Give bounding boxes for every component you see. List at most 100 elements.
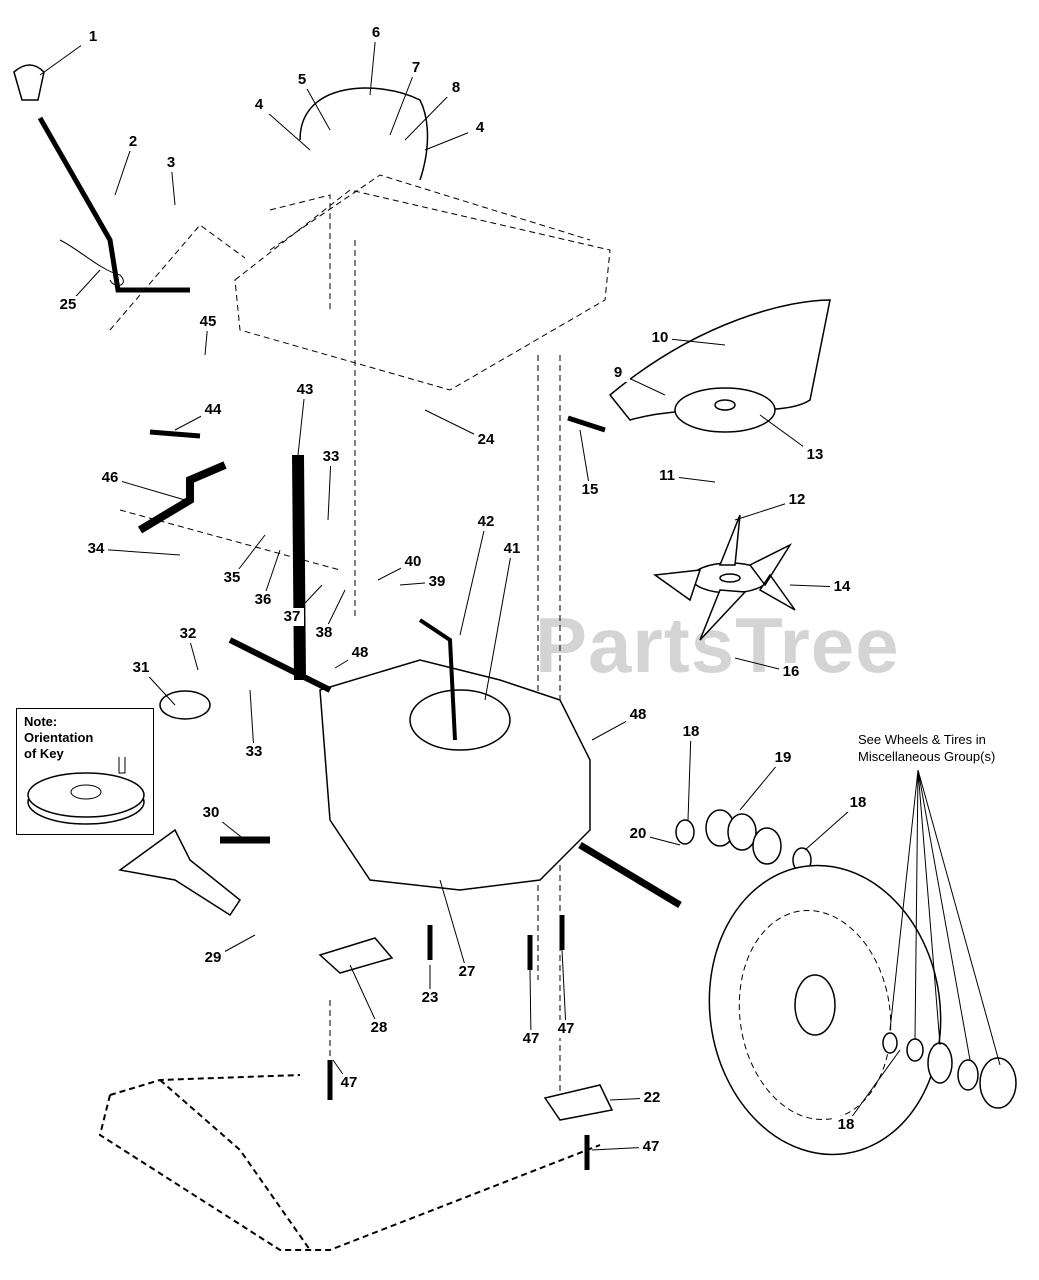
part-callout-48[interactable]: 48 (352, 644, 369, 661)
part-callout-42[interactable]: 42 (478, 513, 495, 530)
part-callout-37[interactable]: 37 (284, 608, 301, 625)
part-callout-30[interactable]: 30 (203, 804, 220, 821)
part-callout-43[interactable]: 43 (297, 381, 314, 398)
part-callout-46[interactable]: 46 (102, 469, 119, 486)
part-callout-10[interactable]: 10 (652, 329, 669, 346)
part-callout-4[interactable]: 4 (476, 119, 485, 136)
callout-background (199, 804, 223, 822)
leader-line (349, 964, 380, 1029)
part-callout-29[interactable]: 29 (205, 949, 222, 966)
leader-line (529, 969, 532, 1040)
part-callout-18[interactable]: 18 (850, 794, 867, 811)
part-callout-4[interactable]: 4 (255, 96, 264, 113)
part-callout-18[interactable]: 18 (838, 1116, 855, 1133)
part-callout-44[interactable]: 44 (205, 401, 222, 418)
part-callout-7[interactable]: 7 (412, 59, 420, 76)
part-callout-18[interactable]: 18 (683, 723, 700, 740)
callout-background (293, 381, 317, 399)
part-callout-47[interactable]: 47 (558, 1020, 575, 1037)
part-callout-34[interactable]: 34 (88, 540, 105, 557)
part-callout-45[interactable]: 45 (200, 313, 217, 330)
part-callout-3[interactable]: 3 (167, 154, 175, 171)
callout-background (474, 431, 498, 449)
part-callout-36[interactable]: 36 (255, 591, 272, 608)
part-callout-38[interactable]: 38 (316, 624, 333, 641)
part-callout-47[interactable]: 47 (341, 1074, 358, 1091)
part-callout-1[interactable]: 1 (89, 28, 97, 45)
callout-background (98, 469, 122, 487)
part-callout-35[interactable]: 35 (224, 569, 241, 586)
leader-line (484, 548, 513, 701)
callout-background (81, 28, 105, 46)
arm (292, 454, 306, 681)
part-callout-9[interactable]: 9 (614, 364, 622, 381)
part-callout-22[interactable]: 22 (644, 1089, 661, 1106)
seat-bracket (299, 87, 429, 181)
hub-cap (979, 1057, 1017, 1109)
callout-background (606, 364, 630, 382)
callout-background (846, 794, 870, 812)
part-callout-41[interactable]: 41 (504, 540, 521, 557)
note-line-2: of Key (24, 746, 64, 761)
part-callout-5[interactable]: 5 (298, 71, 306, 88)
part-callout-13[interactable]: 13 (807, 446, 824, 463)
part-callout-6[interactable]: 6 (372, 24, 380, 41)
leader-line (389, 67, 417, 136)
wheels-tires-reference: See Wheels & Tires in Miscellaneous Grou… (858, 731, 995, 765)
part-callout-15[interactable]: 15 (582, 481, 599, 498)
wheels-note-line-1: See Wheels & Tires in (858, 732, 986, 747)
leader-line (845, 1049, 901, 1126)
leader-line (95, 548, 181, 556)
part-callout-31[interactable]: 31 (133, 659, 150, 676)
part-callout-47[interactable]: 47 (643, 1138, 660, 1155)
callout-background (418, 989, 442, 1007)
callout-background (655, 467, 679, 485)
callout-background (247, 96, 271, 114)
part-callout-23[interactable]: 23 (422, 989, 439, 1006)
part-callout-25[interactable]: 25 (60, 296, 77, 313)
note-line-1: Orientation (24, 730, 94, 745)
part-callout-16[interactable]: 16 (783, 663, 800, 680)
part-callout-28[interactable]: 28 (371, 1019, 388, 1036)
callout-background (771, 749, 795, 767)
part-callout-32[interactable]: 32 (180, 625, 197, 642)
part-callout-24[interactable]: 24 (478, 431, 495, 448)
leader-line (439, 879, 468, 973)
leader-line (459, 521, 487, 636)
part-callout-39[interactable]: 39 (429, 573, 446, 590)
part-callout-12[interactable]: 12 (789, 491, 806, 508)
part-callout-27[interactable]: 27 (459, 963, 476, 980)
part-callout-11[interactable]: 11 (659, 467, 675, 484)
part-callout-8[interactable]: 8 (452, 79, 460, 96)
leader-line (297, 389, 306, 456)
part-callout-40[interactable]: 40 (405, 553, 422, 570)
part-callout-47[interactable]: 47 (523, 1030, 540, 1047)
spring (59, 239, 124, 286)
part-callout-14[interactable]: 14 (834, 578, 851, 595)
callout-background (834, 1116, 858, 1134)
callout-background (159, 154, 183, 172)
callout-background (554, 1020, 578, 1038)
part-callout-2[interactable]: 2 (129, 133, 137, 150)
callout-background (220, 569, 244, 587)
leader-line (561, 949, 567, 1030)
callout-background (337, 1074, 361, 1092)
leader-line (369, 32, 377, 96)
callout-background (404, 59, 428, 77)
mount-bar (118, 828, 242, 917)
callout-background (280, 608, 304, 626)
callout-background (121, 133, 145, 151)
callout-background (201, 949, 225, 967)
part-callout-33[interactable]: 33 (323, 448, 340, 465)
callout-background (626, 706, 650, 724)
part-callout-33[interactable]: 33 (246, 743, 263, 760)
part-callout-20[interactable]: 20 (630, 825, 647, 842)
transaxle (319, 659, 591, 891)
callout-background (348, 644, 372, 662)
callout-background (640, 1089, 664, 1107)
part-callout-19[interactable]: 19 (775, 749, 792, 766)
wheels-note-line-2: Miscellaneous Group(s) (858, 749, 996, 764)
part-callout-48[interactable]: 48 (630, 706, 647, 723)
cooling-fan (652, 514, 796, 641)
